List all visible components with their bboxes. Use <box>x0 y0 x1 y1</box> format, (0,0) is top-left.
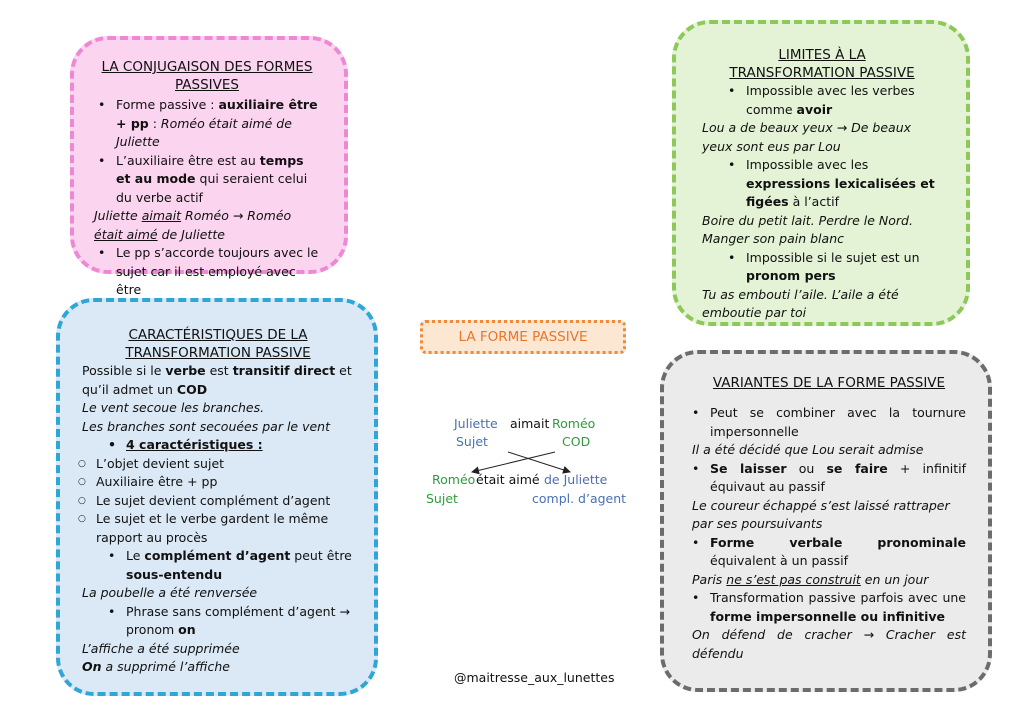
title-line-1: CARACTÉRISTIQUES DE LA <box>128 327 308 343</box>
list-item: Forme verbale pronominale équivalent à u… <box>692 534 966 571</box>
char-heading-list: 4 caractéristiques : <box>82 436 354 455</box>
list-item: Le pp s’accorde toujours avec le sujet c… <box>98 244 320 300</box>
list-item: Phrase sans complément d’agent → pronom … <box>108 603 354 640</box>
conjugation-list-2: Le pp s’accorde toujours avec le sujet c… <box>94 244 320 300</box>
word-aimait: aimait <box>510 416 550 431</box>
example: Juliette aimait Roméo → Roméo était aimé… <box>94 208 292 242</box>
word-romeo: Roméo <box>552 416 596 431</box>
limits-list-3: Impossible si le sujet est un pronom per… <box>702 249 942 286</box>
list-item: Impossible avec les expressions lexicali… <box>728 156 942 212</box>
author-credit: @maitresse_aux_lunettes <box>454 670 615 685</box>
word-etait-aime: était aimé <box>476 472 540 487</box>
example: Paris ne s’est pas construit en un jour <box>692 571 929 587</box>
example: L’affiche a été supprimée <box>82 640 240 656</box>
word-de-juliette: de Juliette <box>544 472 608 487</box>
list-item: Transformation passive parfois avec une … <box>692 589 966 626</box>
limits-card: LIMITES À LA TRANSFORMATION PASSIVE Impo… <box>672 20 970 326</box>
example: Le coureur échappé s’est laissé rattrape… <box>692 497 950 532</box>
example: Boire du petit lait. Perdre le Nord. Man… <box>702 212 913 247</box>
example: La poubelle a été renversée <box>82 585 258 600</box>
title-line-2: TRANSFORMATION PASSIVE <box>729 65 915 81</box>
label-sujet-2: Sujet <box>426 491 458 506</box>
example: Il a été décidé que Lou serait admise <box>692 442 924 457</box>
label-cod: COD <box>562 434 591 449</box>
title-line-2: TRANSFORMATION PASSIVE <box>125 345 311 361</box>
label-sujet: Sujet <box>456 434 488 449</box>
arrow-cod-to-subject <box>471 451 556 475</box>
variants-list-2: Se laisser ou se faire + infinitif équiv… <box>692 460 966 497</box>
list-item: Le sujet devient complément d’agent <box>78 492 354 511</box>
example: Les branches sont secouées par le vent <box>82 418 330 434</box>
limits-list-2: Impossible avec les expressions lexicali… <box>702 156 942 212</box>
variants-card: VARIANTES DE LA FORME PASSIVE Peut se co… <box>660 350 992 692</box>
page-title: LA FORME PASSIVE <box>420 320 626 354</box>
example: On a supprimé l’affiche <box>82 659 230 674</box>
title-line-1: LIMITES À LA <box>778 47 866 63</box>
example: Tu as embouti l’aile. L’aile a été embou… <box>702 286 899 321</box>
label-agent: compl. d’agent <box>532 491 627 506</box>
list-item: Impossible avec les verbes comme avoir <box>728 82 942 119</box>
title-line-1: LA CONJUGAISON DES FORMES <box>101 59 313 75</box>
example: On défend de cracher → Cracher est défen… <box>692 627 966 661</box>
list-item: Le complément d’agent peut être sous-ent… <box>108 547 354 584</box>
limits-list: Impossible avec les verbes comme avoir <box>702 82 942 119</box>
word-romeo-2: Roméo <box>432 472 476 487</box>
list-item: Peut se combiner avec la tournure impers… <box>692 404 966 441</box>
intro: Possible si le verbe est transitif direc… <box>82 363 352 397</box>
example: Le vent secoue les branches. <box>82 400 265 415</box>
sentence-diagram: Juliette aimait Roméo Sujet COD Roméo ét… <box>420 410 650 520</box>
variants-card-title: VARIANTES DE LA FORME PASSIVE <box>712 375 946 391</box>
list-item: Forme passive : auxiliaire être + pp : R… <box>98 96 320 152</box>
characteristics-card-title: CARACTÉRISTIQUES DE LA TRANSFORMATION PA… <box>82 326 354 362</box>
list-item: L’auxiliaire être est au temps et au mod… <box>98 152 320 208</box>
conjugation-card: LA CONJUGAISON DES FORMES PASSIVES Forme… <box>70 36 348 297</box>
variants-list: Peut se combiner avec la tournure impers… <box>692 404 966 441</box>
list-item: Se laisser ou se faire + infinitif équiv… <box>692 460 966 497</box>
characteristics-list: L’objet devient sujet Auxiliaire être + … <box>78 455 354 548</box>
list-item: L’objet devient sujet <box>78 455 354 474</box>
variants-list-4: Transformation passive parfois avec une … <box>692 589 966 626</box>
list-item: Le sujet et le verbe gardent le même rap… <box>78 510 354 547</box>
word-juliette: Juliette <box>454 416 498 431</box>
characteristics-heading: 4 caractéristiques : <box>108 436 354 455</box>
limits-card-title: LIMITES À LA TRANSFORMATION PASSIVE <box>702 46 942 82</box>
title-line-2: PASSIVES <box>175 77 239 93</box>
list-item: Impossible si le sujet est un pronom per… <box>728 249 942 286</box>
agent-list-2: Phrase sans complément d’agent → pronom … <box>82 603 354 640</box>
agent-list: Le complément d’agent peut être sous-ent… <box>82 547 354 584</box>
arrow-subject-to-agent <box>507 451 571 474</box>
characteristics-card: CARACTÉRISTIQUES DE LA TRANSFORMATION PA… <box>56 298 378 696</box>
list-item: Auxiliaire être + pp <box>78 473 354 492</box>
conjugation-card-title: LA CONJUGAISON DES FORMES PASSIVES <box>94 58 320 94</box>
variants-list-3: Forme verbale pronominale équivalent à u… <box>692 534 966 571</box>
diagram-arrows <box>471 451 571 475</box>
conjugation-list: Forme passive : auxiliaire être + pp : R… <box>94 96 320 207</box>
example: Lou a de beaux yeux → De beaux yeux sont… <box>702 120 912 154</box>
